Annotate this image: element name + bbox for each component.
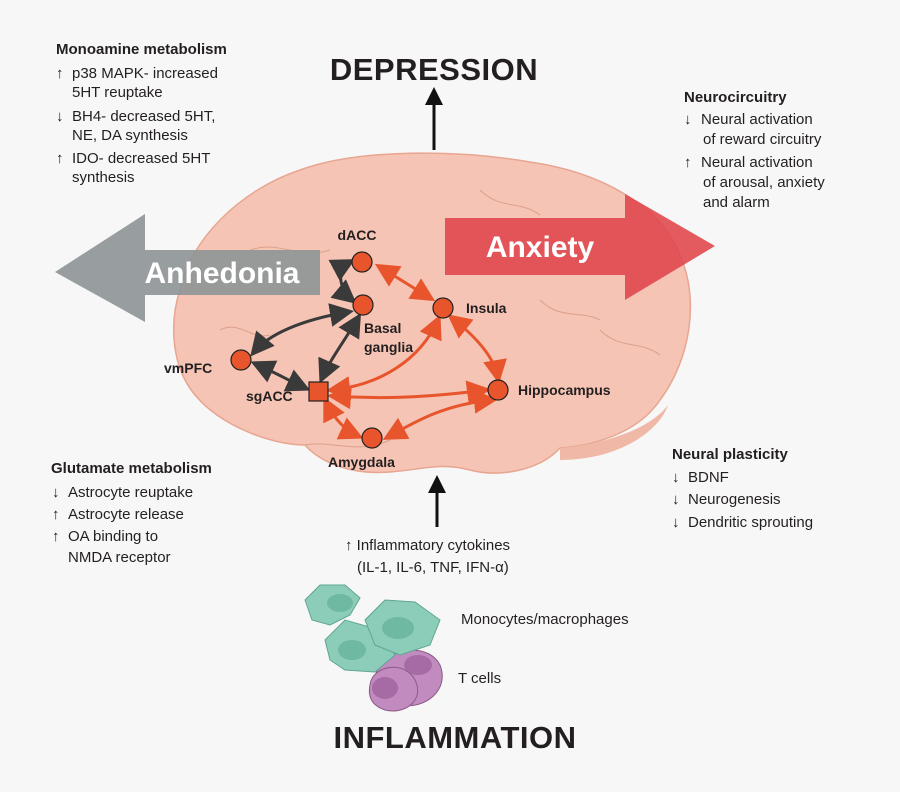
- arrow-up: ↑: [56, 150, 64, 167]
- panel-item: and alarm: [703, 194, 770, 211]
- node-hippocampus: [487, 379, 509, 401]
- anxiety-label: Anxiety: [486, 231, 595, 264]
- arrow-down: ↓: [52, 484, 60, 501]
- nodes: [230, 251, 509, 449]
- inflammation-title: INFLAMMATION: [333, 720, 576, 755]
- arrow-down: ↓: [684, 111, 692, 128]
- label-vmpfc: vmPFC: [164, 360, 212, 376]
- arrow-up: ↑: [52, 506, 60, 523]
- label-sgacc: sgACC: [246, 388, 293, 404]
- cytokines-line-1: ↑ Inflammatory cytokines: [345, 537, 510, 554]
- label-hippocampus: Hippocampus: [518, 382, 611, 398]
- panel-heading: Neurocircuitry: [684, 89, 787, 106]
- panel-item: Neural activation: [701, 111, 813, 128]
- panel-item: of arousal, anxiety: [703, 174, 825, 191]
- arrow-up: ↑: [684, 154, 692, 171]
- node-amygdala: [361, 427, 383, 449]
- panel-item: BDNF: [688, 469, 729, 486]
- cytokines-line-2: (IL-1, IL-6, TNF, IFN-α): [357, 559, 509, 576]
- panel-item: NE, DA synthesis: [72, 127, 188, 144]
- panel-item: Neural activation: [701, 154, 813, 171]
- panel-monoamine: Monoamine metabolism ↑ p38 MAPK- increas…: [56, 41, 227, 186]
- label-basal-2: ganglia: [364, 339, 413, 355]
- anhedonia-label: Anhedonia: [145, 257, 300, 290]
- panel-item: p38 MAPK- increased: [72, 65, 218, 82]
- panel-item: Astrocyte release: [68, 506, 184, 523]
- panel-item: of reward circuitry: [703, 131, 822, 148]
- node-labels: dACC Basal ganglia Insula vmPFC sgACC Hi…: [164, 227, 611, 470]
- arrow-down: ↓: [672, 491, 680, 508]
- panel-heading: Neural plasticity: [672, 446, 789, 463]
- anhedonia-arrow: Anhedonia: [55, 214, 320, 322]
- node-vmpfc: [230, 349, 252, 371]
- node-basal-ganglia: [352, 294, 374, 316]
- brain-illustration: [173, 152, 692, 474]
- panel-item: synthesis: [72, 169, 135, 186]
- depression-title: DEPRESSION: [330, 52, 538, 87]
- node-insula: [432, 297, 454, 319]
- panel-plasticity: Neural plasticity ↓ BDNF ↓ Neurogenesis …: [672, 446, 813, 531]
- panel-item: 5HT reuptake: [72, 84, 163, 101]
- panel-heading: Monoamine metabolism: [56, 41, 227, 58]
- arrow-down: ↓: [672, 469, 680, 486]
- panel-heading: Glutamate metabolism: [51, 460, 212, 477]
- label-dacc: dACC: [338, 227, 377, 243]
- label-basal-1: Basal: [364, 320, 401, 336]
- panel-item: Dendritic sprouting: [688, 514, 813, 531]
- anxiety-arrow: Anxiety: [445, 194, 715, 300]
- label-amygdala: Amygdala: [328, 454, 395, 470]
- panel-item: NMDA receptor: [68, 549, 171, 566]
- arrow-up: ↑: [56, 65, 64, 82]
- node-dacc: [351, 251, 373, 273]
- arrow-down: ↓: [672, 514, 680, 531]
- panel-item: Neurogenesis: [688, 491, 781, 508]
- immune-cells-illustration: [304, 584, 443, 712]
- label-insula: Insula: [466, 300, 507, 316]
- node-sgacc: [308, 381, 329, 402]
- panel-glutamate: Glutamate metabolism ↓ Astrocyte reuptak…: [51, 460, 212, 566]
- panel-item: OA binding to: [68, 528, 158, 545]
- panel-item: Astrocyte reuptake: [68, 484, 193, 501]
- arrow-down: ↓: [56, 108, 64, 125]
- tcells-label: T cells: [458, 670, 501, 687]
- panel-item: BH4- decreased 5HT,: [72, 108, 215, 125]
- arrow-up: ↑: [52, 528, 60, 545]
- edges: [250, 259, 507, 440]
- panel-item: IDO- decreased 5HT: [72, 150, 210, 167]
- monocytes-label: Monocytes/macrophages: [461, 611, 629, 628]
- panel-neurocircuitry: Neurocircuitry ↓ Neural activation of re…: [684, 89, 825, 211]
